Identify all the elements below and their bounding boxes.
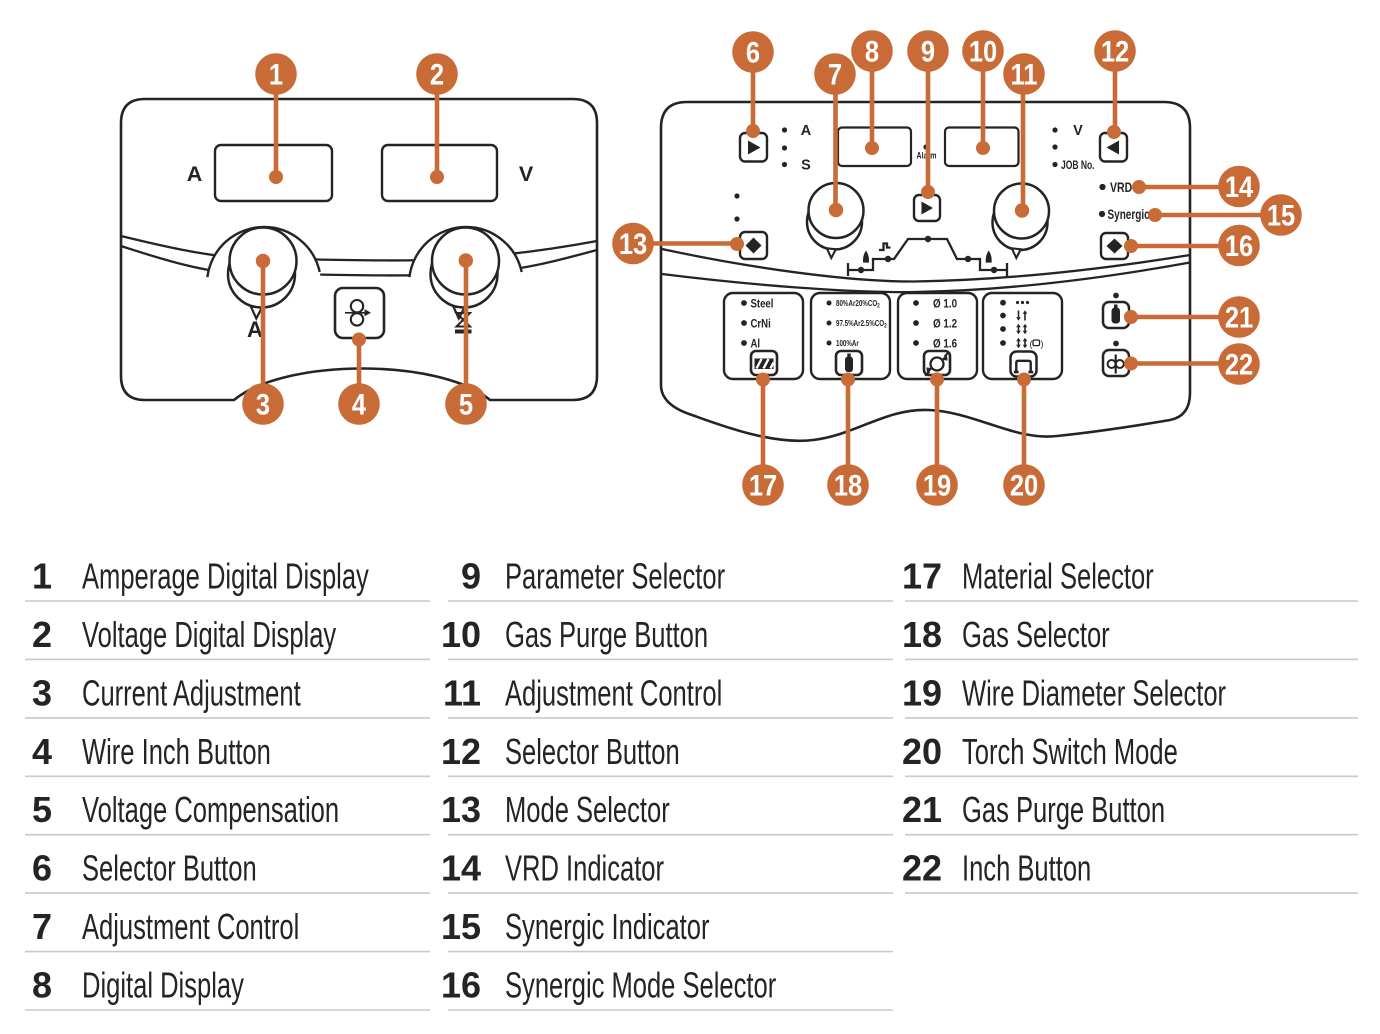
- svg-text:Wire Diameter Selector: Wire Diameter Selector: [962, 673, 1226, 713]
- svg-text:(: (: [1030, 339, 1033, 349]
- svg-text:19: 19: [923, 469, 951, 502]
- svg-text:16: 16: [441, 965, 481, 1006]
- svg-text:10: 10: [441, 614, 481, 655]
- svg-text:Ø 1.0: Ø 1.0: [933, 298, 957, 311]
- svg-text:V: V: [519, 162, 534, 186]
- svg-text:CrNi: CrNi: [751, 318, 771, 331]
- svg-text:13: 13: [441, 789, 481, 830]
- svg-text:2: 2: [32, 614, 52, 655]
- svg-text:11: 11: [443, 672, 481, 713]
- svg-text:11: 11: [1011, 58, 1038, 91]
- svg-text:Gas Purge Button: Gas Purge Button: [962, 790, 1165, 830]
- svg-text:16: 16: [1225, 229, 1253, 262]
- svg-text:Adjustment Control: Adjustment Control: [82, 907, 299, 947]
- svg-text:JOB No.: JOB No.: [1061, 160, 1095, 173]
- svg-text:17: 17: [902, 556, 942, 597]
- svg-text:6: 6: [32, 848, 52, 889]
- svg-text:2: 2: [430, 58, 444, 91]
- svg-text:9: 9: [921, 35, 935, 68]
- svg-text:21: 21: [1225, 301, 1253, 334]
- svg-text:3: 3: [32, 672, 52, 713]
- svg-text:Parameter Selector: Parameter Selector: [505, 556, 725, 596]
- svg-text:12: 12: [1101, 35, 1129, 68]
- svg-text:Synergic Indicator: Synergic Indicator: [505, 907, 709, 947]
- svg-text:22: 22: [902, 848, 942, 889]
- svg-text:VRD Indicator: VRD Indicator: [505, 848, 664, 888]
- svg-text:12: 12: [441, 731, 481, 772]
- svg-text:Gas Selector: Gas Selector: [962, 615, 1110, 655]
- svg-text:Current Adjustment: Current Adjustment: [82, 673, 301, 713]
- svg-text:9: 9: [461, 556, 481, 597]
- svg-text:100%Ar: 100%Ar: [836, 339, 859, 348]
- svg-text:18: 18: [834, 469, 862, 502]
- svg-text:Wire Inch Button: Wire Inch Button: [82, 732, 271, 772]
- svg-text:3: 3: [256, 388, 270, 421]
- svg-text:Ø 1.6: Ø 1.6: [933, 338, 957, 351]
- svg-text:5: 5: [32, 789, 52, 830]
- svg-text:A: A: [801, 123, 812, 139]
- svg-text:Mode Selector: Mode Selector: [505, 790, 670, 830]
- svg-text:4: 4: [32, 731, 52, 772]
- svg-text:15: 15: [1267, 199, 1295, 232]
- svg-text:S: S: [801, 158, 811, 174]
- svg-text:Ø 1.2: Ø 1.2: [933, 318, 957, 331]
- svg-text:Digital Display: Digital Display: [82, 965, 244, 1005]
- svg-text:8: 8: [32, 965, 52, 1006]
- svg-text:Gas Purge Button: Gas Purge Button: [505, 615, 708, 655]
- svg-text:Torch Switch Mode: Torch Switch Mode: [962, 732, 1178, 772]
- svg-text:Steel: Steel: [751, 298, 774, 311]
- svg-text:Voltage Digital Display: Voltage Digital Display: [82, 615, 337, 655]
- svg-text:Selector Button: Selector Button: [505, 732, 680, 772]
- svg-text:19: 19: [902, 672, 942, 713]
- svg-text:Synergic: Synergic: [1108, 206, 1150, 222]
- svg-text:15: 15: [441, 906, 481, 947]
- svg-text:10: 10: [969, 35, 997, 68]
- svg-text:7: 7: [32, 906, 52, 947]
- svg-text:Synergic Mode Selector: Synergic Mode Selector: [505, 965, 776, 1005]
- svg-text:17: 17: [749, 469, 777, 502]
- svg-text:Adjustment Control: Adjustment Control: [505, 673, 722, 713]
- svg-text:): ): [1041, 339, 1044, 349]
- svg-text:8: 8: [865, 35, 879, 68]
- svg-text:14: 14: [441, 848, 481, 889]
- svg-text:20: 20: [1010, 469, 1038, 502]
- svg-text:VRD: VRD: [1110, 180, 1132, 196]
- svg-text:Inch Button: Inch Button: [962, 848, 1091, 888]
- svg-text:4: 4: [352, 388, 367, 421]
- svg-text:V: V: [1073, 123, 1083, 139]
- svg-text:Amperage Digital Display: Amperage Digital Display: [82, 556, 369, 596]
- svg-text:Material Selector: Material Selector: [962, 556, 1154, 596]
- svg-text:13: 13: [619, 227, 647, 260]
- svg-text:Al: Al: [751, 338, 761, 351]
- svg-text:1: 1: [269, 58, 283, 91]
- svg-text:18: 18: [902, 614, 942, 655]
- svg-text:6: 6: [746, 36, 760, 69]
- svg-text:A: A: [187, 162, 203, 186]
- svg-text:20: 20: [902, 731, 942, 772]
- svg-text:Voltage Compensation: Voltage Compensation: [82, 790, 339, 830]
- svg-text:21: 21: [902, 789, 942, 830]
- svg-text:1: 1: [32, 556, 52, 597]
- svg-text:22: 22: [1225, 348, 1253, 381]
- svg-text:14: 14: [1225, 170, 1254, 203]
- svg-text:Selector Button: Selector Button: [82, 848, 257, 888]
- svg-text:A: A: [247, 317, 263, 342]
- svg-text:7: 7: [828, 58, 842, 91]
- svg-text:80%Ar20%CO2: 80%Ar20%CO2: [836, 299, 880, 309]
- svg-text:5: 5: [459, 388, 473, 421]
- svg-text:97.5%Ar2.5%CO2: 97.5%Ar2.5%CO2: [836, 319, 887, 329]
